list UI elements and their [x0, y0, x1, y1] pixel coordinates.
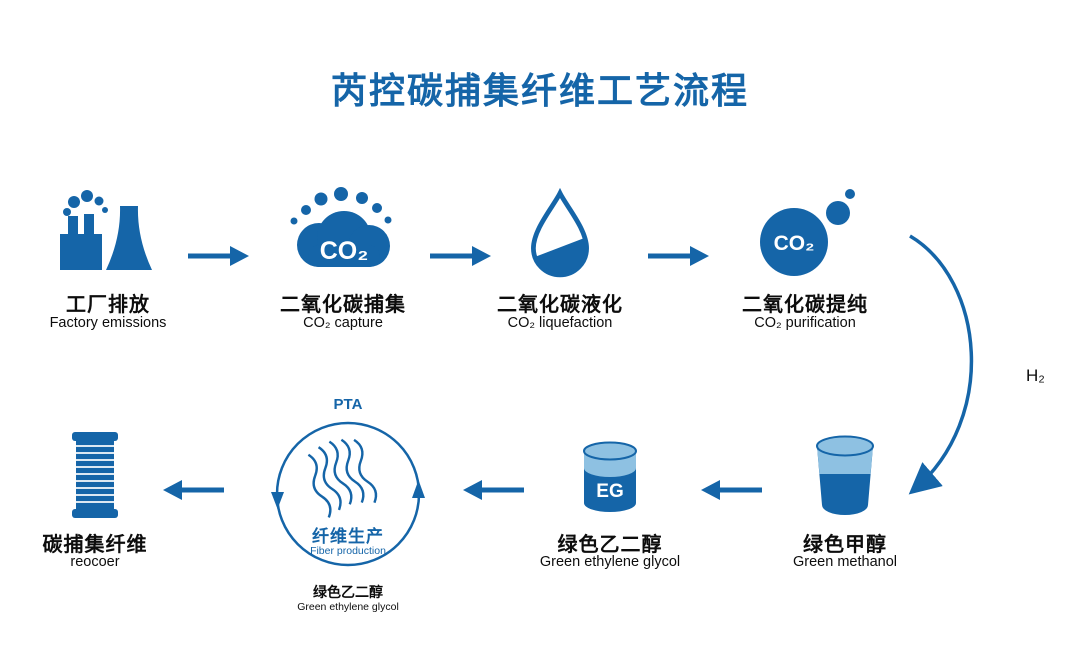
node-label-zh: 绿色甲醇 [803, 534, 887, 556]
node-label-en: CO₂ purification [754, 315, 856, 331]
droplet-icon [522, 186, 598, 284]
node-label-en: Factory emissions [49, 315, 167, 331]
h2-label: H₂ [1026, 366, 1045, 385]
co2-cloud-text: CO₂ [320, 237, 369, 265]
flow-arrow-right-icon [186, 243, 252, 269]
flow-arrow-right-icon [428, 243, 494, 269]
factory-icon [48, 188, 168, 273]
fiber-cycle-icon: 纤维生产 Fiber production [268, 414, 428, 574]
flow-arrow-left-icon [460, 477, 526, 503]
eg-cylinder-icon: EG [580, 440, 640, 518]
node-label-zh: 工厂排放 [66, 294, 150, 316]
flow-arrow-right-icon [646, 243, 712, 269]
fiber-production-label-en: Fiber production [310, 545, 386, 557]
co2-circle-text: CO₂ [774, 232, 815, 255]
fiber-below-label-en: Green ethylene glycol [297, 601, 399, 613]
node-label-zh: 二氧化碳提纯 [742, 294, 868, 316]
node-label-zh: 绿色乙二醇 [557, 534, 663, 556]
node-label-zh: 碳捕集纤维 [42, 534, 148, 556]
fiber-production-label-zh: 纤维生产 [312, 527, 384, 546]
node-label-en: Green ethylene glycol [539, 554, 681, 570]
flow-arrow-left-icon [160, 477, 226, 503]
h2-curved-arrow-icon [892, 228, 1062, 513]
flow-arrow-left-icon [698, 477, 764, 503]
pta-label: PTA [333, 396, 363, 413]
node-label-en: CO₂ liquefaction [507, 315, 613, 331]
fiber-below-label-zh: 绿色乙二醇 [313, 584, 383, 600]
fiber-spool-icon [66, 430, 124, 520]
eg-text: EG [596, 481, 623, 502]
node-label-zh: 二氧化碳捕集 [280, 294, 406, 316]
methanol-barrel-icon [813, 434, 877, 520]
co2-circle-icon: CO₂ [750, 186, 860, 281]
node-label-en: reocoer [70, 554, 120, 570]
node-label-en: Green methanol [793, 554, 897, 570]
co2-cloud-icon: CO₂ [278, 187, 408, 283]
page-title: 芮控碳捕集纤维工艺流程 [330, 70, 749, 111]
node-label-en: CO₂ capture [303, 315, 383, 331]
node-label-zh: 二氧化碳液化 [497, 294, 623, 316]
